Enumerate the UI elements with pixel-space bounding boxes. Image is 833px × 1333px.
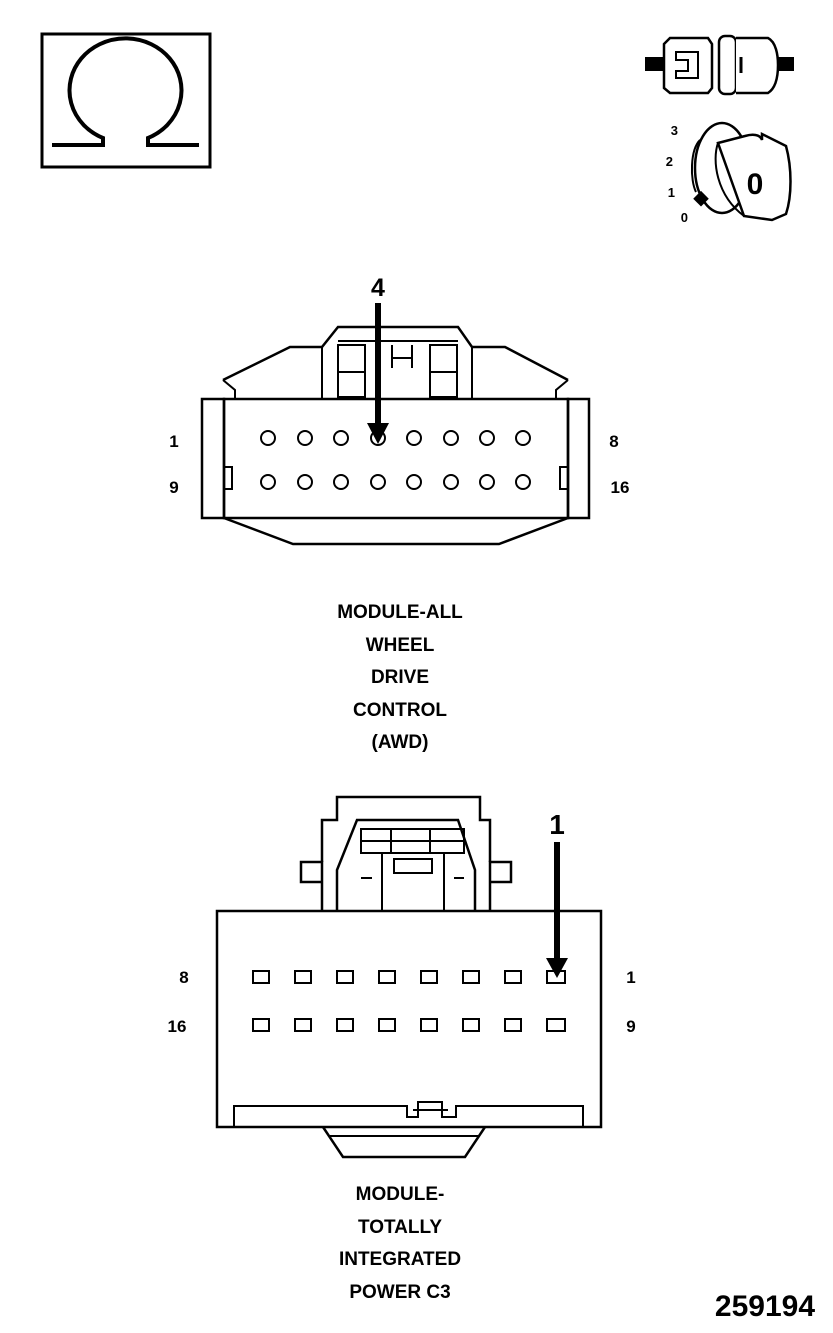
tipm-caption: MODULE- TOTALLY INTEGRATED POWER C3 xyxy=(0,1179,800,1309)
awd-connector: 4 1 8 9 16 xyxy=(169,274,630,546)
tipm-row1-right: 1 xyxy=(626,968,635,987)
tipm-caption-line: MODULE- xyxy=(355,1184,445,1205)
key-position-2: 2 xyxy=(666,154,673,169)
key-position-0: 0 xyxy=(681,210,688,225)
tipm-row2-left: 16 xyxy=(168,1017,187,1036)
awd-caption-line: (AWD) xyxy=(371,732,429,753)
tipm-caption-line: TOTALLY xyxy=(357,1216,443,1238)
awd-row1-start: 1 xyxy=(169,432,178,451)
awd-arrow-label: 4 xyxy=(371,274,385,302)
tipm-connector: 1 8 1 16 9 xyxy=(168,795,636,1159)
tipm-pin-row-2 xyxy=(252,1018,566,1032)
awd-caption: MODULE-ALL WHEEL DRIVE CONTROL (AWD) xyxy=(0,597,800,760)
awd-pin-row-1 xyxy=(260,430,531,446)
tipm-row1-left: 8 xyxy=(179,968,188,987)
figure-id: 259194 xyxy=(715,1290,815,1323)
tipm-arrow-label: 1 xyxy=(549,809,565,840)
awd-row2-start: 9 xyxy=(169,478,178,497)
awd-caption-line: WHEEL xyxy=(365,634,435,656)
tipm-caption-line: POWER C3 xyxy=(349,1281,451,1303)
key-position-1: 1 xyxy=(668,185,675,200)
awd-pin-arrow xyxy=(367,303,389,444)
awd-row2-end: 16 xyxy=(611,478,630,497)
awd-row1-end: 8 xyxy=(609,432,618,451)
ignition-key-icon: 3 2 1 0 0 xyxy=(666,121,792,225)
tipm-caption-line: INTEGRATED xyxy=(338,1249,462,1270)
key-label: 0 xyxy=(747,168,764,201)
awd-pin-row-2 xyxy=(260,474,531,490)
awd-caption-line: DRIVE xyxy=(370,667,430,688)
ohmmeter-omega-icon xyxy=(40,32,212,169)
key-position-3: 3 xyxy=(671,123,678,138)
tipm-pin-arrow xyxy=(546,842,568,978)
awd-caption-line: MODULE-ALL xyxy=(337,602,463,623)
disconnected-connector-icon xyxy=(645,34,794,96)
tipm-row2-right: 9 xyxy=(626,1017,635,1036)
tipm-pin-row-1 xyxy=(252,970,566,984)
awd-caption-line: CONTROL xyxy=(353,699,447,721)
